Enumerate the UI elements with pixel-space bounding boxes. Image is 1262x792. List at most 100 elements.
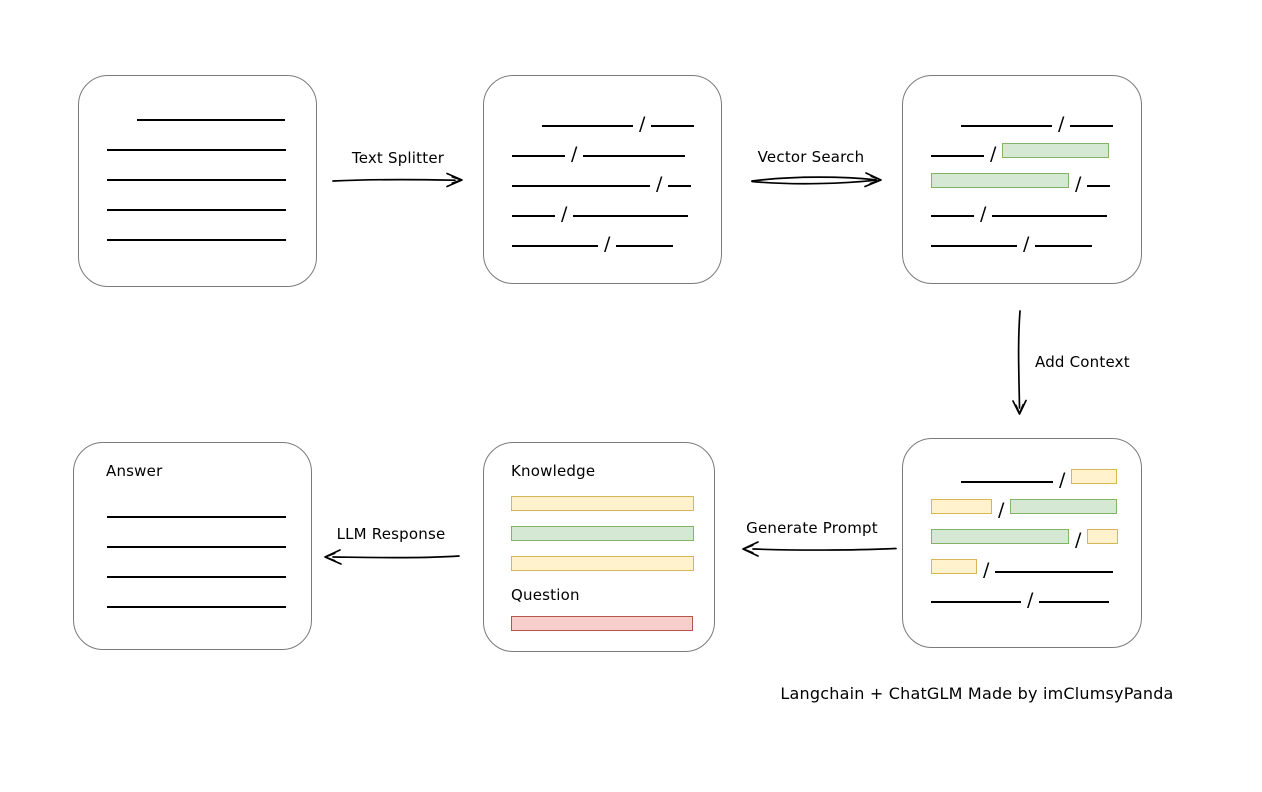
node-context-chunks: / / / / /	[902, 438, 1142, 648]
text-line	[995, 571, 1114, 573]
chunk-lines: / / / / /	[484, 76, 721, 254]
text-row	[107, 534, 311, 549]
slash-separator: /	[1059, 469, 1066, 491]
text-line	[931, 245, 1017, 247]
text-row	[107, 137, 316, 152]
text-row: /	[931, 233, 1141, 254]
text-line	[961, 481, 1053, 483]
highlight-green	[931, 173, 1069, 188]
text-line	[583, 155, 686, 157]
text-line	[512, 185, 650, 187]
text-row: /	[931, 499, 1141, 520]
text-row: /	[512, 143, 721, 164]
highlight-yellow	[1071, 469, 1118, 484]
label-generate-prompt: Generate Prompt	[746, 519, 878, 537]
text-row	[107, 197, 316, 212]
vector-match-lines: / / / / /	[903, 76, 1141, 254]
slash-separator: /	[604, 233, 611, 255]
text-line	[542, 125, 633, 127]
arrow-text-splitter	[332, 172, 463, 188]
text-line	[512, 155, 565, 157]
text-line	[931, 215, 974, 217]
text-line	[992, 215, 1108, 217]
yellow-bar	[511, 496, 694, 511]
text-row: /	[931, 143, 1141, 164]
text-line	[107, 149, 286, 151]
slash-separator: /	[571, 143, 578, 165]
knowledge-bars	[511, 496, 714, 571]
text-line	[931, 601, 1021, 603]
question-heading: Question	[511, 586, 580, 604]
slash-separator: /	[1023, 233, 1030, 255]
text-row: /	[961, 113, 1141, 134]
text-line	[512, 215, 555, 217]
text-line	[107, 179, 286, 181]
text-row: /	[961, 469, 1141, 490]
highlight-green	[931, 529, 1069, 544]
arrow-generate-prompt	[742, 541, 897, 557]
text-line	[931, 155, 984, 157]
text-line	[107, 239, 286, 241]
node-answer: Answer	[73, 442, 312, 650]
slash-separator: /	[998, 499, 1005, 521]
text-line	[107, 576, 286, 578]
text-row: /	[542, 113, 721, 134]
text-line	[512, 245, 598, 247]
slash-separator: /	[980, 203, 987, 225]
label-add-context: Add Context	[1035, 353, 1130, 371]
text-row: /	[931, 173, 1141, 194]
node-source-document	[78, 75, 317, 287]
answer-lines	[74, 482, 311, 609]
highlight-yellow	[931, 559, 977, 574]
yellow-bar	[511, 556, 694, 571]
slash-separator: /	[1027, 589, 1034, 611]
label-text-splitter: Text Splitter	[351, 149, 445, 167]
label-llm-response: LLM Response	[336, 525, 446, 543]
highlight-green	[1010, 499, 1118, 514]
diagram-caption: Langchain + ChatGLM Made by imClumsyPand…	[780, 684, 1174, 703]
text-line	[1070, 125, 1114, 127]
slash-separator: /	[1075, 173, 1082, 195]
text-line	[616, 245, 674, 247]
text-line	[651, 125, 695, 127]
text-row	[107, 594, 311, 609]
answer-heading: Answer	[106, 462, 163, 480]
text-row: /	[931, 589, 1141, 610]
label-vector-search: Vector Search	[757, 148, 865, 166]
slash-separator: /	[561, 203, 568, 225]
highlight-yellow	[1087, 529, 1119, 544]
text-row: /	[931, 559, 1141, 580]
question-bar	[511, 616, 714, 631]
text-row: /	[931, 203, 1141, 224]
text-line	[1039, 601, 1110, 603]
text-line	[1035, 245, 1093, 247]
green-bar	[511, 526, 694, 541]
arrow-vector-search	[751, 172, 882, 188]
text-line	[137, 119, 285, 121]
text-row	[137, 107, 316, 122]
text-line	[107, 606, 286, 608]
text-line	[961, 125, 1052, 127]
slash-separator: /	[983, 559, 990, 581]
text-row	[107, 564, 311, 579]
arrow-llm-response	[324, 549, 460, 565]
text-line	[1087, 185, 1111, 187]
knowledge-heading: Knowledge	[511, 462, 596, 480]
text-row	[107, 504, 311, 519]
slash-separator: /	[639, 113, 646, 135]
text-line	[573, 215, 689, 217]
node-vector-matches: / / / / /	[902, 75, 1142, 284]
text-line	[668, 185, 692, 187]
node-prompt: Knowledge Question	[483, 442, 715, 652]
text-row: /	[512, 203, 721, 224]
text-line	[107, 546, 286, 548]
slash-separator: /	[1058, 113, 1065, 135]
red-bar	[511, 616, 693, 631]
highlight-yellow	[931, 499, 992, 514]
text-row	[107, 167, 316, 182]
text-row: /	[931, 529, 1141, 550]
highlight-green	[1002, 143, 1110, 158]
text-row: /	[512, 173, 721, 194]
arrow-add-context	[1012, 310, 1027, 415]
